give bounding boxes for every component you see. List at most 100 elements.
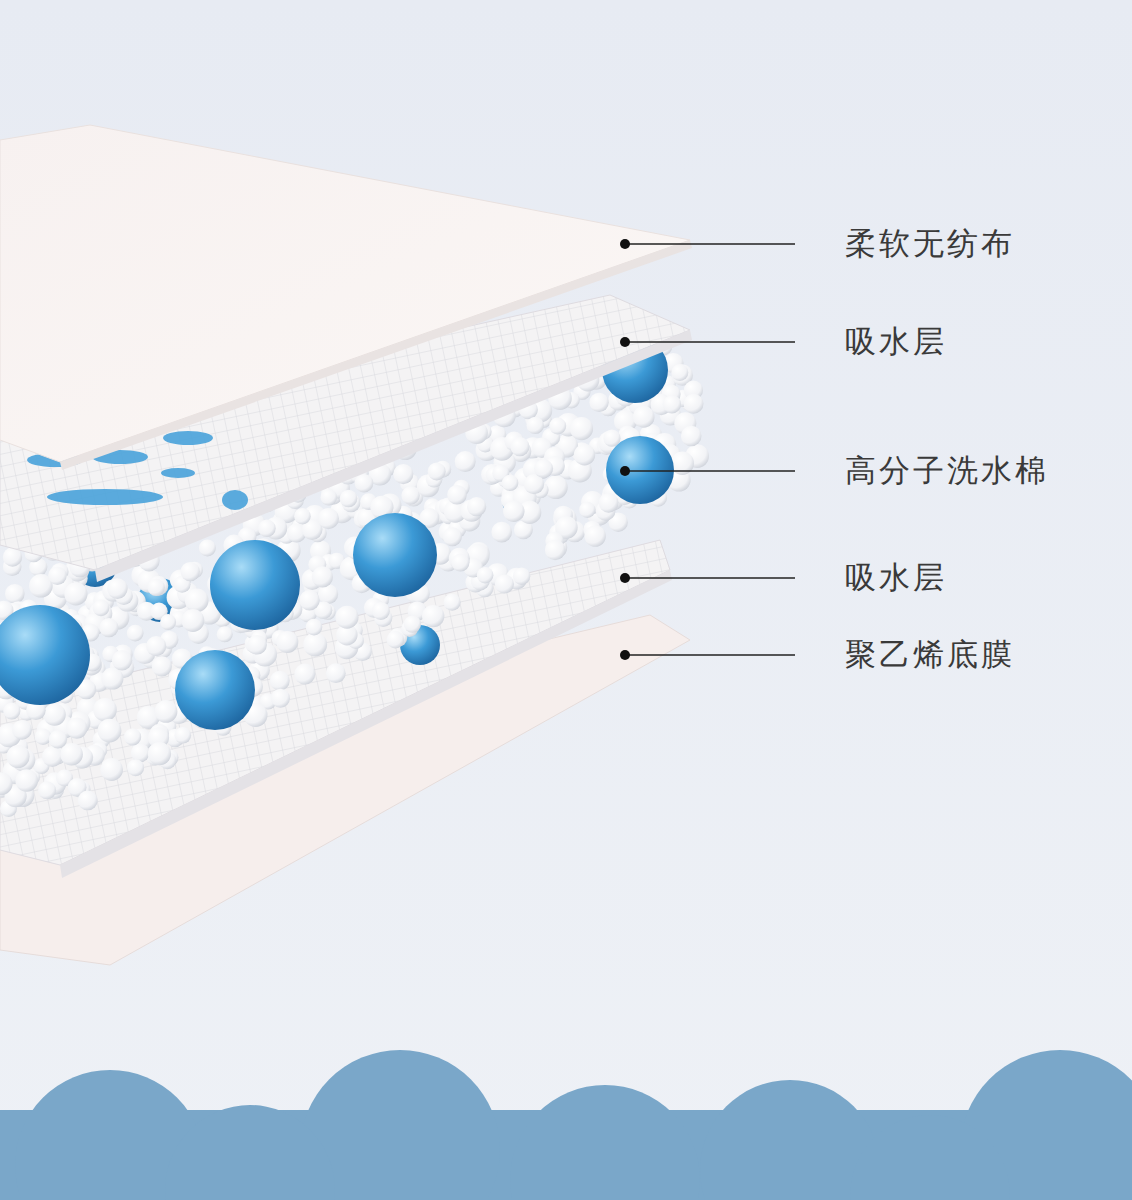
- leader-lines: [625, 244, 795, 655]
- layer-label: 聚乙烯底膜: [845, 636, 1015, 673]
- white-bead: [355, 474, 374, 493]
- white-bead: [12, 720, 32, 740]
- white-bead: [549, 418, 566, 435]
- white-bead: [502, 475, 518, 491]
- top-nonwoven-sheet: [0, 125, 690, 462]
- white-bead: [258, 520, 276, 538]
- white-bead: [100, 758, 123, 781]
- white-bead: [534, 459, 553, 478]
- white-bead: [574, 444, 595, 465]
- white-bead: [38, 781, 56, 799]
- white-bead: [599, 493, 619, 513]
- white-bead: [127, 625, 144, 642]
- white-bead: [127, 759, 144, 776]
- white-bead: [681, 426, 702, 447]
- white-bead: [15, 769, 38, 792]
- white-bead: [312, 566, 333, 587]
- white-bead: [422, 605, 444, 627]
- white-bead: [66, 718, 87, 739]
- white-bead: [49, 730, 67, 748]
- white-bead: [64, 582, 87, 605]
- white-bead: [148, 576, 168, 596]
- leader-dots: [620, 239, 630, 660]
- white-bead: [175, 727, 192, 744]
- white-bead: [35, 728, 52, 745]
- white-bead: [321, 489, 338, 506]
- blue-polymer-sphere: [353, 513, 437, 597]
- white-bead: [467, 497, 486, 516]
- white-bead: [181, 562, 200, 581]
- white-bead: [527, 417, 544, 434]
- white-bead: [182, 609, 205, 632]
- layer-label: 柔软无纺布: [845, 225, 1015, 262]
- white-bead: [3, 702, 20, 719]
- white-bead: [271, 689, 290, 708]
- white-bead: [428, 462, 446, 480]
- white-bead: [78, 791, 98, 811]
- white-bead: [452, 554, 470, 572]
- white-bead: [326, 663, 346, 683]
- blue-polymer-sphere: [606, 436, 674, 504]
- white-bead: [294, 664, 315, 685]
- white-bead: [447, 485, 467, 505]
- white-bead: [387, 631, 405, 649]
- white-bead: [303, 633, 327, 657]
- layer-edge: [60, 240, 692, 470]
- white-bead: [570, 417, 593, 440]
- white-bead: [5, 584, 25, 604]
- white-bead: [99, 618, 118, 637]
- white-bead: [124, 728, 141, 745]
- white-bead: [7, 745, 30, 768]
- white-bead: [633, 406, 655, 428]
- white-bead: [491, 522, 512, 543]
- white-bead: [393, 464, 413, 484]
- cloud-band: [0, 1050, 1132, 1200]
- white-bead: [101, 668, 123, 690]
- white-bead: [148, 742, 171, 765]
- white-bead: [294, 508, 311, 525]
- layer-label: 高分子洗水棉: [845, 452, 1049, 489]
- layer-edge: [60, 570, 672, 878]
- lower-absorbent-layer: [0, 540, 670, 865]
- white-bead: [510, 437, 529, 456]
- white-bead: [663, 395, 681, 413]
- white-bead: [48, 566, 67, 585]
- white-bead: [247, 635, 267, 655]
- white-bead: [0, 772, 13, 795]
- white-bead: [160, 614, 176, 630]
- layer-label: 吸水层: [845, 559, 947, 596]
- white-bead: [401, 486, 419, 504]
- white-bead: [318, 508, 339, 529]
- white-bead: [306, 619, 323, 636]
- white-bead: [42, 746, 63, 767]
- white-bead: [589, 393, 608, 412]
- white-bead: [93, 599, 110, 616]
- white-bead: [146, 636, 166, 656]
- white-bead: [199, 539, 216, 556]
- blue-polymer-sphere: [210, 540, 300, 630]
- white-bead: [404, 615, 421, 632]
- white-bead: [455, 451, 476, 472]
- white-bead: [444, 594, 461, 611]
- white-bead: [336, 606, 359, 629]
- white-bead: [152, 656, 172, 676]
- white-bead: [671, 364, 688, 381]
- white-bead: [93, 698, 117, 722]
- blue-polymer-sphere: [175, 650, 255, 730]
- white-bead: [112, 650, 132, 670]
- white-bead: [585, 525, 606, 546]
- white-bead: [43, 703, 65, 725]
- white-bead: [684, 394, 704, 414]
- layer-label: 吸水层: [845, 323, 947, 360]
- white-bead: [148, 579, 165, 596]
- white-bead: [131, 743, 150, 762]
- white-bead: [299, 590, 319, 610]
- white-bead: [185, 589, 209, 613]
- white-bead: [340, 490, 358, 508]
- white-bead: [270, 671, 290, 691]
- white-bead: [477, 567, 494, 584]
- white-bead: [513, 568, 530, 585]
- white-bead: [107, 578, 128, 599]
